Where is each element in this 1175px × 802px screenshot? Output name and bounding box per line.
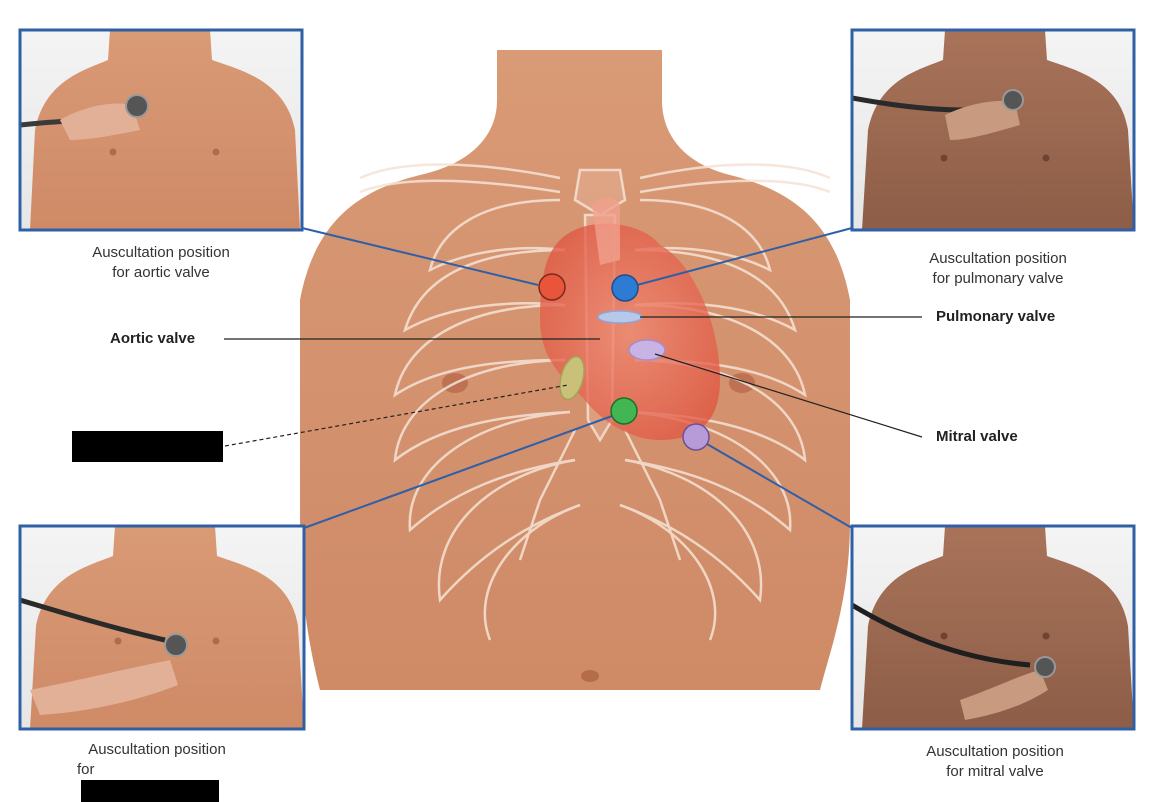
photo-mitral — [852, 526, 1134, 729]
label-mitral-valve: Mitral valve — [936, 428, 1018, 445]
pulmonary-photo-leader — [636, 227, 853, 286]
redacted-label-box — [72, 431, 223, 462]
auscultation-points — [538, 273, 710, 451]
caption-aortic: Auscultation position for aortic valve — [16, 243, 306, 283]
caption-tricuspid-line1: Auscultation position — [88, 741, 226, 758]
tricuspid-valve-leader — [224, 384, 569, 447]
pulmonary-valve-shape — [597, 310, 643, 324]
stethoscope-icon — [164, 633, 188, 657]
photo-aortic — [20, 30, 302, 230]
redacted-caption-box — [81, 780, 219, 802]
heart-illustration — [540, 197, 720, 440]
stethoscope-icon — [125, 94, 149, 118]
caption-pulmonary-line1: Auscultation position — [929, 250, 1067, 267]
mitral-point-dot — [682, 423, 710, 451]
caption-mitral-line2: for mitral valve — [946, 763, 1044, 780]
caption-tricuspid-line2: for — [12, 760, 302, 802]
photo-tricuspid — [20, 526, 304, 729]
label-aortic-valve: Aortic valve — [110, 330, 196, 347]
caption-pulmonary: Auscultation position for pulmonary valv… — [853, 249, 1143, 289]
caption-tricuspid: Auscultation position for — [12, 740, 302, 802]
caption-aortic-line1: Auscultation position — [92, 244, 230, 261]
pulmonary-point-dot — [611, 274, 639, 302]
mitral-valve-leader — [654, 353, 923, 438]
aortic-photo-leader — [301, 227, 539, 286]
caption-mitral-line1: Auscultation position — [926, 743, 1064, 760]
caption-pulmonary-line2: for pulmonary valve — [932, 270, 1064, 287]
mitral-valve-shape — [628, 339, 666, 361]
label-pulmonary-valve: Pulmonary valve — [936, 308, 1056, 325]
caption-tricuspid-prefix: for — [77, 761, 95, 778]
stethoscope-icon — [1002, 89, 1024, 111]
caption-aortic-line2: for aortic valve — [112, 264, 210, 281]
stethoscope-icon — [1034, 656, 1056, 678]
leader-lines — [224, 227, 923, 529]
caption-mitral: Auscultation position for mitral valve — [850, 742, 1140, 782]
photo-pulmonary — [852, 30, 1134, 230]
tricuspid-photo-leader — [303, 415, 613, 529]
tricuspid-point-dot — [610, 397, 638, 425]
navel — [581, 670, 599, 682]
tricuspid-valve-shape — [559, 355, 585, 401]
mitral-photo-leader — [706, 443, 853, 529]
aortic-point-dot — [538, 273, 566, 301]
